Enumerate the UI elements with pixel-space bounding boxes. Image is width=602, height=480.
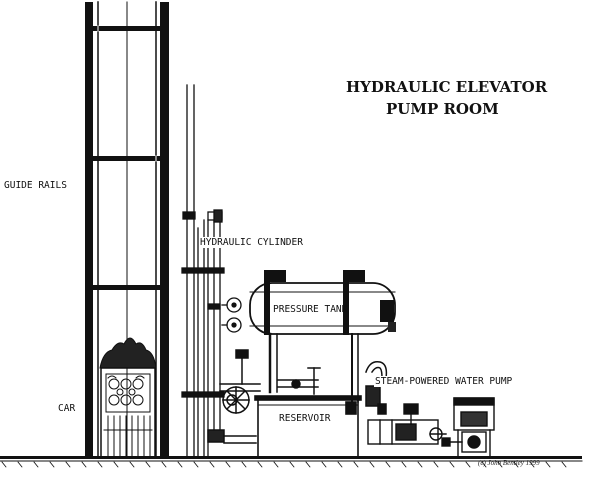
pressure-tank	[249, 270, 396, 403]
title-line-1: HYDRAULIC ELEVATOR	[346, 78, 548, 96]
pressure-tank-label: PRESSURE TANK	[273, 304, 348, 315]
title-line-2: PUMP ROOM	[386, 100, 499, 118]
piping	[207, 349, 388, 444]
hydraulic-cylinder	[181, 84, 225, 459]
guide-rails-label: GUIDE RAILS	[3, 180, 68, 191]
elevator-shaft	[85, 1, 169, 459]
steam-pump	[367, 397, 495, 459]
reservoir-label: RESERVOIR	[279, 413, 331, 424]
reservoir-tank	[254, 395, 362, 459]
elevator-car	[99, 337, 157, 459]
gauges	[221, 297, 242, 333]
car-label: CAR	[57, 403, 77, 414]
copyright-text: (c) John Bentley 1999	[478, 459, 540, 467]
floor	[0, 456, 583, 468]
hydraulic-cylinder-label: HYDRAULIC CYLINDER	[199, 237, 304, 248]
steam-pump-label: STEAM-POWERED WATER PUMP	[374, 376, 514, 387]
